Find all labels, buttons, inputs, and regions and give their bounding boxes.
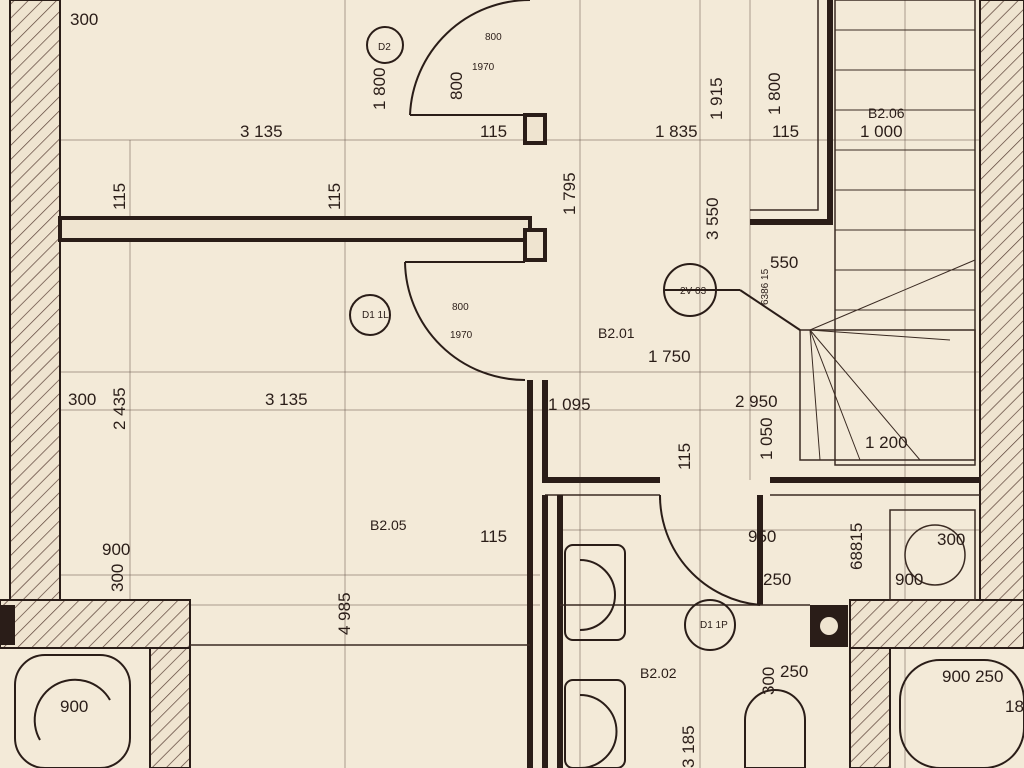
dim-label: 1 200 [865,433,908,452]
dim-label: 6386 15 [760,268,771,305]
dim-label: 2 950 [735,392,778,411]
dim-label: 68815 [847,523,866,570]
dim-label: 3 185 [679,725,698,768]
fixtures [14,544,1024,768]
door-tag-d2: D2 [378,42,391,53]
door-height-1: 1970 [472,62,495,73]
door-tags [349,26,801,651]
dim-label: 900 [102,540,130,559]
dim-label: 950 [748,527,776,546]
dim-label: 115 [772,122,799,141]
room-label: B2.06 [868,105,905,121]
dim-label: 250 [763,570,791,589]
dim-label: 800 [447,72,466,100]
dim-label: 900 [895,570,923,589]
dim-label: 900 [60,697,88,716]
interior-walls [0,0,980,768]
dim-label: 115 [325,183,344,210]
staircase [799,0,976,466]
dim-label: 115 [480,122,507,141]
dim-label: 550 [770,253,798,272]
dim-label: 18 [1005,697,1024,716]
dim-label: 1 800 [765,72,784,115]
dimension-labels: 300 3 135 115 1 800 800 1 835 1 915 1 80… [60,10,1024,768]
dim-label: 1 915 [707,77,726,120]
dim-label: 115 [110,183,129,210]
door-width-1: 800 [485,32,502,43]
room-label: B2.01 [598,325,635,341]
dim-label: 3 135 [265,390,308,409]
dim-label: 3 550 [703,197,722,240]
dim-label: 300 [70,10,98,29]
dim-label: 1 750 [648,347,691,366]
dim-label: 250 [780,662,808,681]
dim-label: 1 000 [860,122,903,141]
doors [404,0,761,606]
room-label: B2.05 [370,517,407,533]
dim-label: 115 [480,527,507,546]
room-label: B2.02 [640,665,677,681]
door-tag-d1-1p: D1 1P [700,620,728,631]
door-tag-2v-03: 2V 03 [680,286,707,297]
dim-label: 300 [937,530,965,549]
dim-label: 300 [68,390,96,409]
dim-label: 1 795 [560,172,579,215]
dim-label: 1 835 [655,122,698,141]
dim-label: 1 800 [370,67,389,110]
dim-label: 900 250 [942,667,1003,686]
dim-label: 1 050 [757,417,776,460]
dim-label: 3 135 [240,122,283,141]
door-height-2: 1970 [450,330,473,341]
dim-label: 115 [675,443,694,470]
dim-label: 4 985 [335,592,354,635]
dim-label: 300 [759,667,778,695]
dim-label: 1 095 [548,395,591,414]
door-width-2: 800 [452,302,469,313]
dim-label: 2 435 [110,387,129,430]
door-tag-d1-1l: D1 1L [362,310,389,321]
dim-label: 300 [108,564,127,592]
